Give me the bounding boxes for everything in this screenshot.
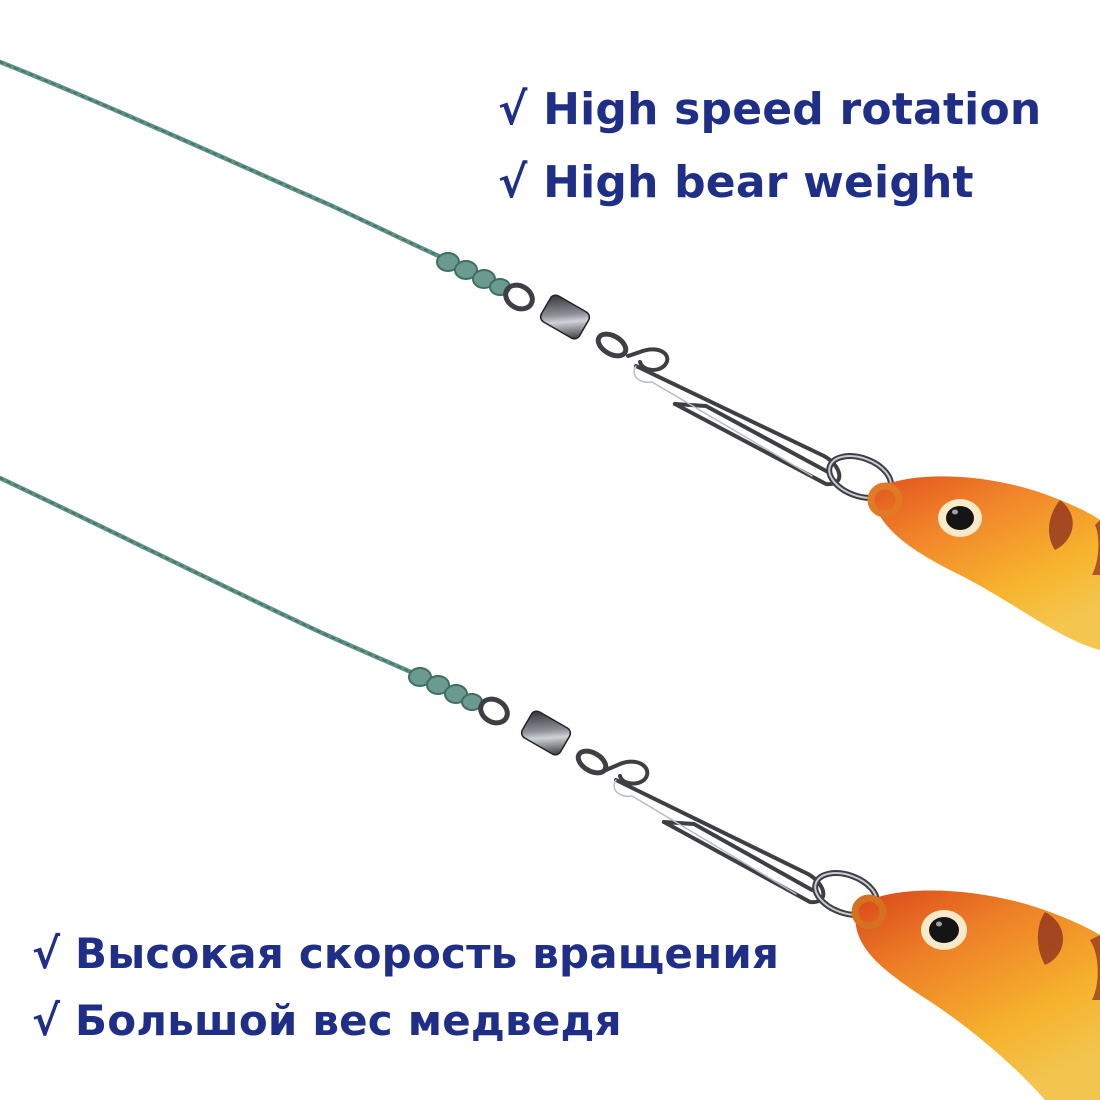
feature-high-bear-weight-ru: √ Большой вес медведя — [32, 996, 622, 1045]
barrel-swivel — [478, 696, 609, 776]
line-knot — [408, 667, 483, 711]
line-knot — [436, 252, 511, 296]
fishing-line-braid — [0, 477, 421, 677]
lure — [851, 890, 1100, 1100]
feature-high-speed-rotation: √ High speed rotation — [498, 84, 1042, 135]
lure-eye — [929, 917, 959, 943]
snap-clip — [604, 759, 826, 905]
lure — [867, 476, 1100, 650]
lure-eye — [946, 506, 974, 530]
barrel-swivel — [503, 282, 629, 359]
rig-bottom — [0, 475, 1100, 1100]
feature-high-bear-weight: √ High bear weight — [498, 157, 974, 208]
fishing-line — [0, 475, 423, 679]
fishing-line — [0, 59, 455, 265]
rig-top — [0, 59, 1100, 650]
feature-high-speed-rotation-ru: √ Высокая скорость вращения — [32, 929, 780, 978]
snap-clip — [626, 347, 842, 487]
fishing-line-braid — [0, 61, 453, 263]
